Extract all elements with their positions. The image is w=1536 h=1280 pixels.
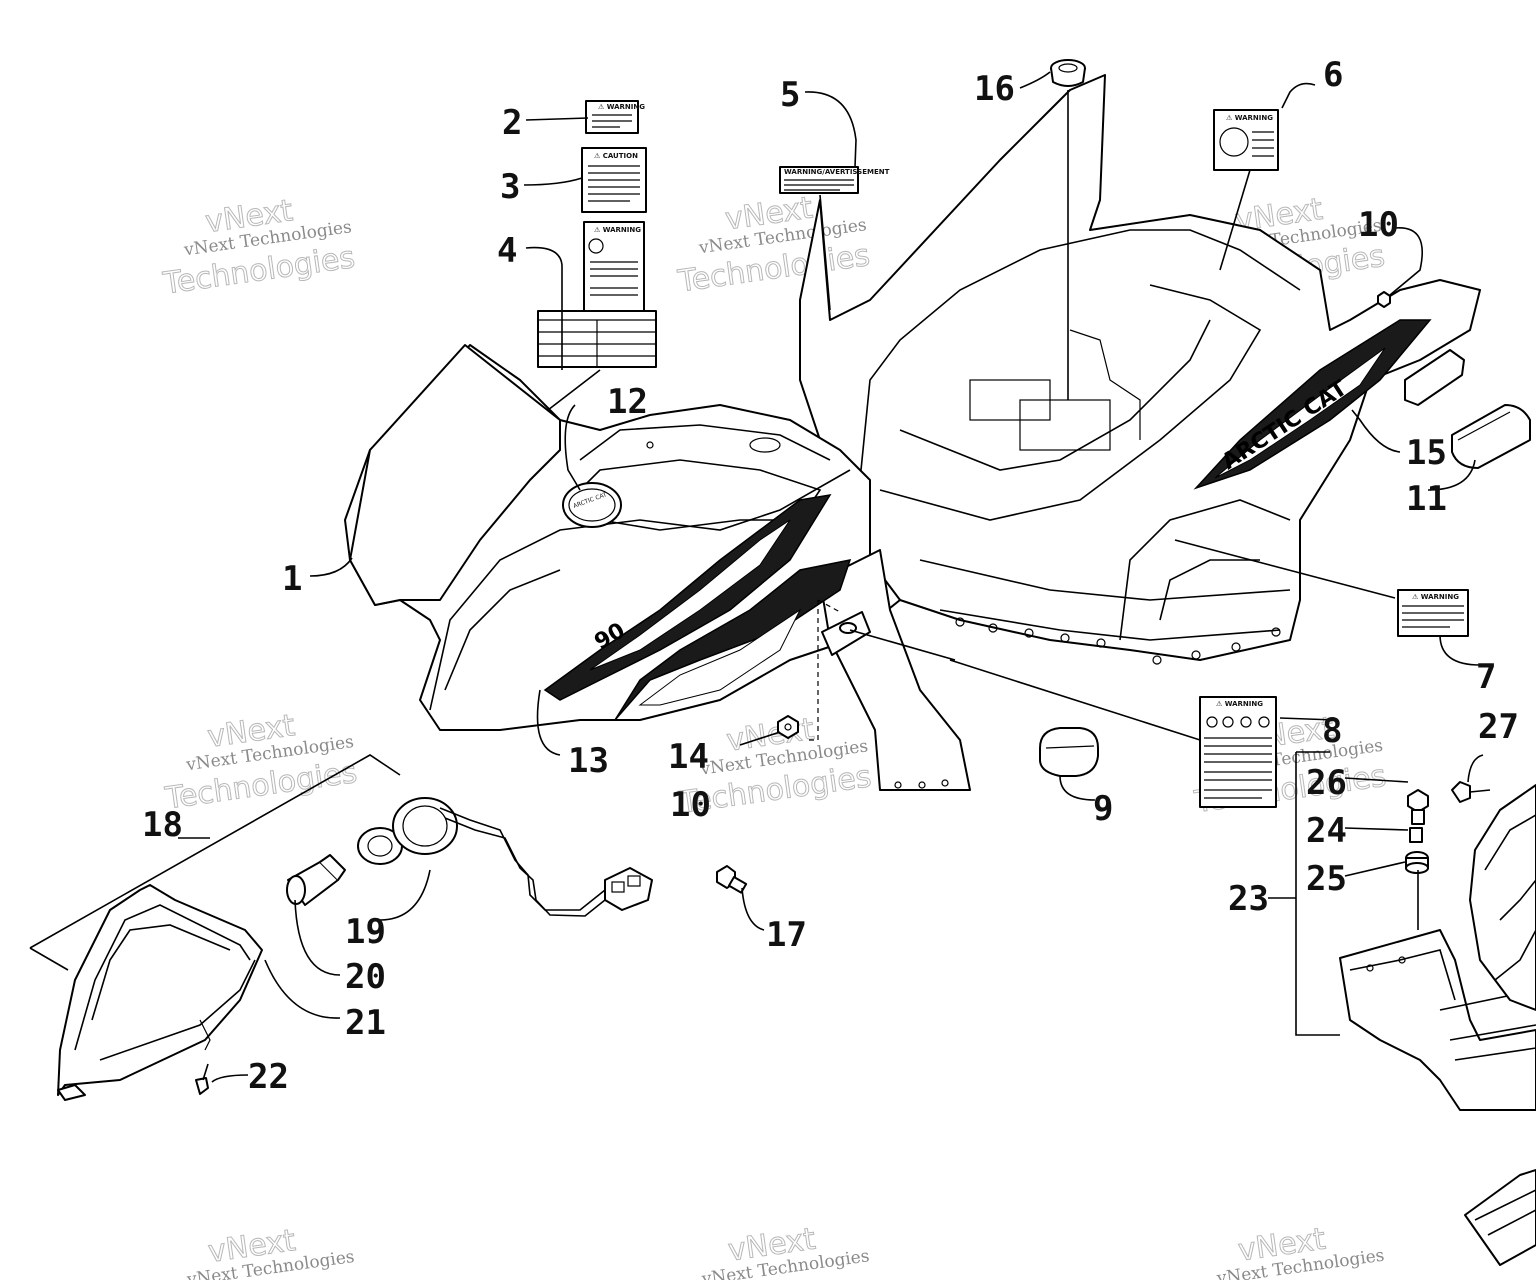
svg-text:⚠ WARNING: ⚠ WARNING — [1412, 593, 1459, 601]
washer-25 — [1405, 851, 1429, 874]
callout-3: 3 — [500, 167, 520, 207]
callout-14: 14 — [668, 737, 709, 777]
svg-text:⚠ WARNING: ⚠ WARNING — [1216, 700, 1263, 708]
rear-body-panel: ARCTIC CAT — [799, 74, 1481, 665]
decal-7: ⚠ WARNING — [1397, 589, 1469, 637]
decal-3: ⚠ CAUTION — [581, 147, 647, 213]
callout-20: 20 — [345, 957, 386, 997]
screw-22 — [195, 1063, 209, 1095]
callout-13: 13 — [568, 741, 609, 781]
callout-18: 18 — [142, 805, 183, 845]
decal-2: ⚠ WARNING — [585, 100, 645, 134]
callout-23: 23 — [1228, 879, 1269, 919]
callout-10-top: 10 — [1358, 205, 1399, 245]
bolt-26 — [1407, 789, 1429, 825]
bulb-20 — [286, 854, 346, 906]
callout-2: 2 — [502, 103, 522, 143]
callout-25: 25 — [1306, 859, 1347, 899]
decal-6: ⚠ WARNING — [1213, 109, 1279, 171]
cap-11 — [1451, 404, 1531, 469]
callout-17: 17 — [766, 915, 807, 955]
watermark-top-left: vNext vNext Technologies Technologies — [160, 193, 358, 302]
callout-16: 16 — [974, 69, 1015, 109]
callout-26: 26 — [1306, 763, 1347, 803]
svg-text:WARNING/AVERTISSEMENT: WARNING/AVERTISSEMENT — [784, 168, 890, 176]
callout-10-bottom: 10 — [670, 785, 711, 825]
front-body-panel: 90 ARCTIC CAT — [344, 344, 971, 791]
callout-22: 22 — [248, 1057, 289, 1097]
footpeg-bottom — [1464, 1169, 1536, 1266]
watermark-mid-left: vNext vNext Technologies Technologies — [162, 708, 360, 817]
decal-5: WARNING/AVERTISSEMENT — [779, 166, 890, 194]
svg-text:⚠ WARNING: ⚠ WARNING — [594, 226, 641, 234]
reflector-light-15 — [1404, 349, 1465, 406]
footwell-23 — [1339, 929, 1536, 1111]
callout-21: 21 — [345, 1003, 386, 1043]
decal-8: ⚠ WARNING — [1199, 696, 1277, 808]
watermark-bottom-center: vNext vNext Technologies — [700, 1221, 871, 1280]
nut-14 — [777, 715, 799, 739]
rear-frame-27 — [1469, 784, 1536, 1011]
bushing-24 — [1409, 827, 1423, 843]
watermark-bottom-left: vNext vNext Technologies — [185, 1223, 356, 1280]
callout-19: 19 — [345, 912, 386, 952]
leader-lines — [29, 71, 1484, 1083]
callout-11: 11 — [1406, 479, 1447, 519]
callout-1: 1 — [282, 559, 302, 599]
callout-8: 8 — [1322, 711, 1342, 751]
grommet-16 — [1050, 59, 1086, 87]
callout-9: 9 — [1093, 789, 1113, 829]
watermark-top-center: vNext vNext Technologies Technologies — [675, 190, 873, 300]
nut-10-top — [1377, 291, 1391, 308]
callout-numbers: 1 2 3 4 5 6 7 8 9 10 10 11 12 13 14 15 1… — [142, 55, 1519, 1097]
callout-12: 12 — [607, 382, 648, 422]
callout-15: 15 — [1406, 433, 1447, 473]
watermark-bottom-right: vNext vNext Technologies — [1215, 1221, 1386, 1280]
callout-27: 27 — [1478, 707, 1519, 747]
cap-9 — [1039, 727, 1099, 777]
svg-text:⚠ WARNING: ⚠ WARNING — [598, 103, 645, 111]
decal-4: ⚠ WARNING — [537, 221, 657, 368]
callout-24: 24 — [1306, 811, 1347, 851]
svg-text:⚠ CAUTION: ⚠ CAUTION — [594, 152, 638, 160]
headlight-assembly — [57, 884, 263, 1101]
screw-27 — [1451, 781, 1491, 803]
socket-19 — [357, 797, 653, 917]
svg-text:⚠ WARNING: ⚠ WARNING — [1226, 114, 1273, 122]
callout-7: 7 — [1476, 657, 1496, 697]
callout-4: 4 — [497, 231, 517, 271]
callout-5: 5 — [780, 75, 800, 115]
callout-6: 6 — [1323, 55, 1343, 95]
